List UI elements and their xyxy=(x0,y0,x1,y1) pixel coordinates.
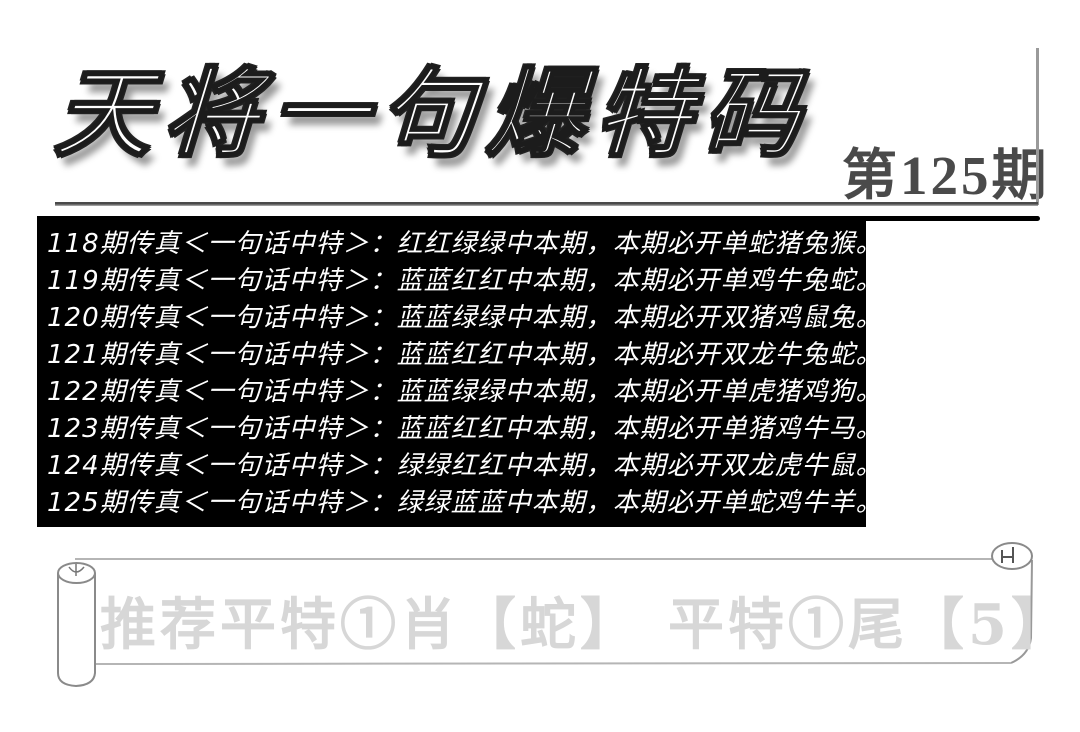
scroll-paper-bottom-edge xyxy=(93,662,1012,665)
prediction-line: 124期传真＜一句话中特＞：绿绿红红中本期，本期必开双龙虎牛鼠。 xyxy=(47,451,883,481)
black-divider-line xyxy=(37,216,1040,221)
scroll-left-roll-notch xyxy=(68,564,85,576)
banner-right-text: 平特①尾【5】 xyxy=(668,592,1071,658)
scroll-paper-right-edge xyxy=(1010,559,1033,664)
prediction-line: 119期传真＜一句话中特＞：蓝蓝红红中本期，本期必开单鸡牛兔蛇。 xyxy=(47,266,883,296)
prediction-line: 118期传真＜一句话中特＞：红红绿绿中本期，本期必开单蛇猪兔猴。 xyxy=(47,229,883,259)
predictions-panel: 118期传真＜一句话中特＞：红红绿绿中本期，本期必开单蛇猪兔猴。 119期传真＜一… xyxy=(37,220,883,527)
page-title: 天将一句爆特码 xyxy=(52,56,816,171)
prediction-line: 123期传真＜一句话中特＞：蓝蓝红红中本期，本期必开单猪鸡牛马。 xyxy=(47,414,883,444)
scroll-right-knob-detail xyxy=(1001,547,1014,563)
banner-left-text: 推荐平特①肖【蛇】 xyxy=(100,592,640,658)
scroll-banner-graphic xyxy=(57,542,1033,688)
prediction-line: 120期传真＜一句话中特＞：蓝蓝绿绿中本期，本期必开双猪鸡鼠兔。 xyxy=(47,303,883,333)
scroll-left-roll-body xyxy=(57,573,96,688)
prediction-line: 121期传真＜一句话中特＞：蓝蓝红红中本期，本期必开双龙牛兔蛇。 xyxy=(47,340,883,370)
prediction-line: 122期传真＜一句话中特＞：蓝蓝绿绿中本期，本期必开单虎猪鸡狗。 xyxy=(47,377,883,407)
issue-number: 第125期 xyxy=(842,145,1050,206)
prediction-line: 125期传真＜一句话中特＞：绿绿蓝蓝中本期，本期必开单蛇鸡牛羊。 xyxy=(47,488,883,518)
right-border-line xyxy=(1036,48,1039,205)
title-underline xyxy=(55,202,1038,206)
